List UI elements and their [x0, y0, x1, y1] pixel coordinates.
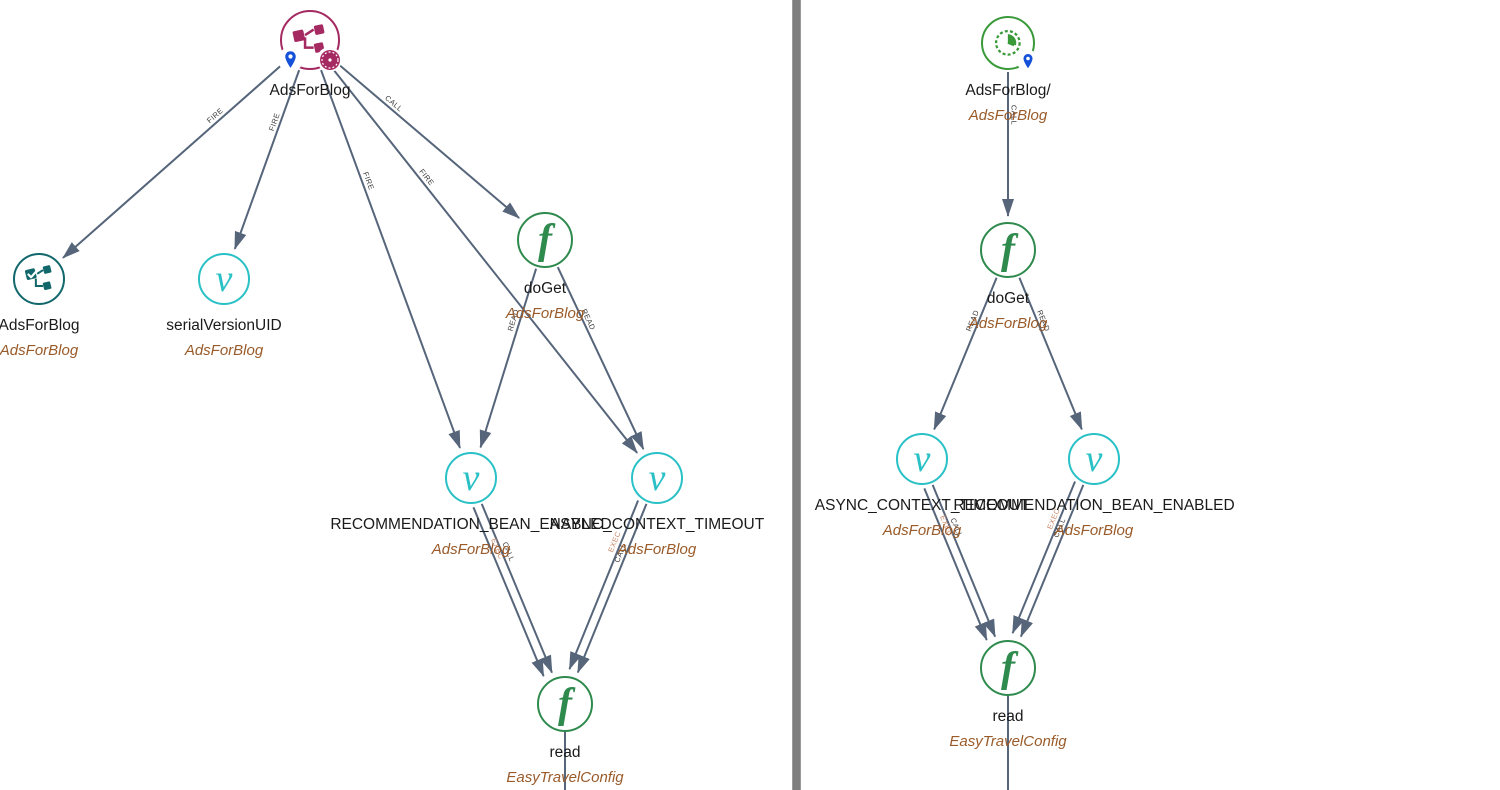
- node-circle: f: [537, 676, 593, 732]
- graph-edge[interactable]: [233, 69, 301, 250]
- graph-edge[interactable]: [1018, 277, 1083, 431]
- variable-glyph-icon: v: [648, 457, 666, 499]
- variable-glyph-icon: v: [215, 258, 233, 300]
- panel-divider: [792, 0, 801, 790]
- node-circle: [280, 10, 340, 70]
- class-diagram-icon: [24, 264, 52, 290]
- graph-edge[interactable]: [472, 506, 545, 677]
- variable-glyph-icon: v: [462, 457, 480, 499]
- graph-edge[interactable]: [568, 500, 640, 671]
- node-circle: f: [517, 212, 573, 268]
- graph-node-function[interactable]: f: [537, 676, 593, 732]
- graph-edge[interactable]: [576, 503, 648, 674]
- graph-edge[interactable]: [320, 69, 461, 449]
- location-pin-icon[interactable]: [278, 47, 303, 72]
- node-circle: v: [198, 253, 250, 305]
- function-glyph-icon: f: [1001, 227, 1015, 273]
- node-circle: v: [631, 452, 683, 504]
- graph-node-variable[interactable]: v: [1068, 433, 1120, 485]
- node-circle: f: [980, 222, 1036, 278]
- graph-edge[interactable]: [1020, 484, 1085, 638]
- graph-edge[interactable]: [480, 503, 553, 674]
- node-circle: [13, 253, 65, 305]
- function-glyph-icon: f: [558, 681, 572, 727]
- graph-node-variable[interactable]: v: [631, 452, 683, 504]
- graph-edge[interactable]: [62, 60, 287, 259]
- node-circle: v: [1068, 433, 1120, 485]
- clock-icon: [995, 30, 1021, 56]
- graph-edge[interactable]: [479, 268, 538, 449]
- graph-node-root-endpoint[interactable]: [981, 16, 1039, 72]
- graph-node-root-endpoint[interactable]: [278, 10, 342, 72]
- clock-icon[interactable]: [317, 47, 342, 72]
- function-glyph-icon: f: [538, 217, 552, 263]
- graph-node-function[interactable]: f: [980, 222, 1036, 278]
- function-glyph-icon: f: [1001, 645, 1015, 691]
- graph-node-function[interactable]: f: [517, 212, 573, 268]
- variable-glyph-icon: v: [1085, 438, 1103, 480]
- node-circle: f: [980, 640, 1036, 696]
- graph-node-function[interactable]: f: [980, 640, 1036, 696]
- graph-edge[interactable]: [1011, 481, 1076, 635]
- graph-edge[interactable]: [333, 59, 520, 219]
- variable-glyph-icon: v: [913, 438, 931, 480]
- graph-node-class[interactable]: [13, 253, 65, 305]
- graph-edge[interactable]: [329, 64, 638, 454]
- location-pin-icon[interactable]: [1017, 50, 1039, 72]
- graph-edge[interactable]: [931, 484, 996, 638]
- node-circle: v: [445, 452, 497, 504]
- graph-node-variable[interactable]: v: [445, 452, 497, 504]
- node-circle: v: [896, 433, 948, 485]
- graph-node-variable[interactable]: v: [198, 253, 250, 305]
- graph-edge[interactable]: [923, 487, 988, 641]
- graph-node-variable[interactable]: v: [896, 433, 948, 485]
- graph-edge[interactable]: [556, 266, 645, 450]
- graph-edge[interactable]: [933, 277, 998, 431]
